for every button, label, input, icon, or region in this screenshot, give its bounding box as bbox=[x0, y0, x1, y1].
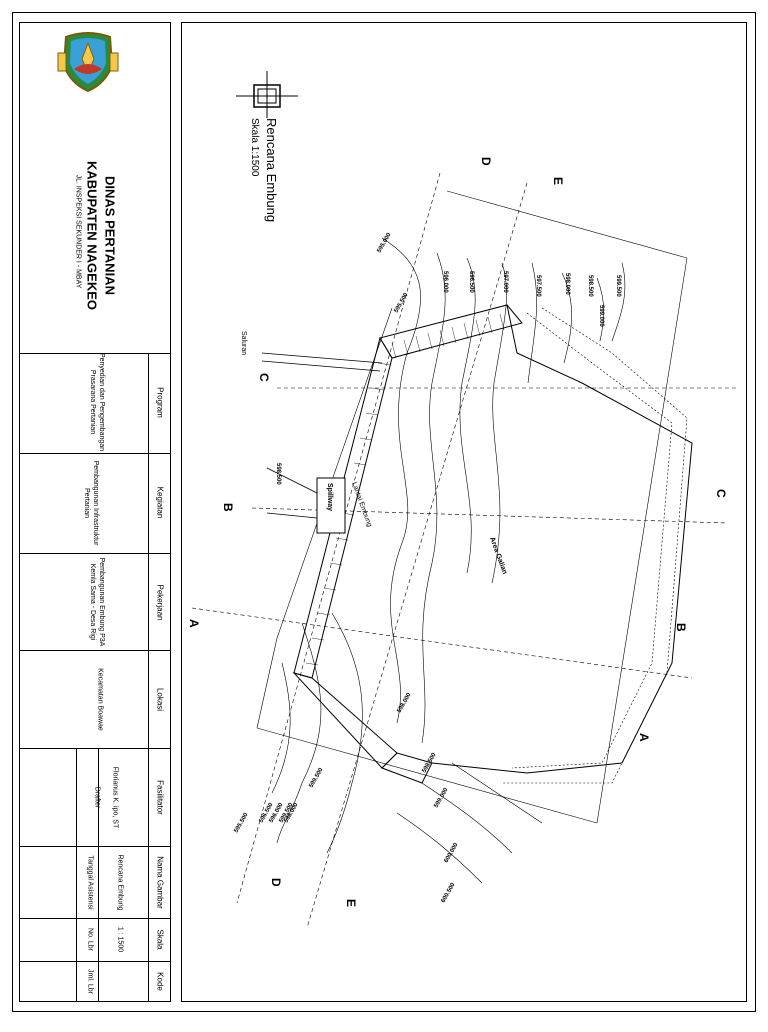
contour-label: 598.500 bbox=[275, 463, 281, 485]
section-mark-a-right: A bbox=[637, 733, 651, 742]
regency-logo bbox=[57, 32, 119, 93]
kegiatan-value: Pembangunan Infrastruktur Pertanian bbox=[83, 460, 99, 546]
kode-label: Kode bbox=[155, 972, 165, 991]
program-label: Program bbox=[155, 387, 165, 418]
agency-address: JL. INSPEKSI SEKUNDER I - MBAY bbox=[74, 174, 82, 289]
section-mark-a-left: A bbox=[187, 619, 201, 628]
lokasi-value: Kecamatan Boawae bbox=[96, 668, 104, 731]
section-mark-e-bottom: E bbox=[344, 899, 358, 907]
lantai-embung-label: Lantai Embung bbox=[350, 481, 373, 528]
drawing-scale: Skala 1:1500 bbox=[249, 118, 260, 177]
agency-regency: KABUPATEN NAGEKEO bbox=[84, 160, 100, 311]
contour-label: 599.500 bbox=[615, 275, 621, 297]
contour-label: 596.500 bbox=[468, 271, 474, 293]
spillway-label: Spillway bbox=[326, 483, 333, 511]
kegiatan-label: Kegiatan bbox=[155, 486, 165, 519]
title-block: DINAS PERTANIAN KABUPATEN NAGEKEO JL. IN… bbox=[19, 22, 171, 1002]
drawing-title-symbol bbox=[236, 71, 298, 118]
program-value: Penyedian dan Pengembangan Prasarana Per… bbox=[89, 352, 105, 452]
skala-value: 1 : 1500 bbox=[116, 926, 124, 953]
contour-label: 597.000 bbox=[502, 271, 508, 293]
section-mark-e-top: E bbox=[551, 177, 565, 185]
contour-label: 595.000 bbox=[377, 232, 393, 254]
contour-label: 598.500 bbox=[422, 752, 438, 774]
contour-label: 599.000 bbox=[434, 787, 450, 809]
contour-label: 595.500 bbox=[234, 812, 250, 834]
drawing-area: Rencana Embung Skala 1:1500 A B C D E A … bbox=[181, 22, 747, 1002]
jml-lembar-label: Jml. Lbr bbox=[86, 969, 94, 994]
section-mark-c-right: C bbox=[714, 489, 728, 498]
pekerjaan-label: Pekerjaan bbox=[155, 584, 165, 621]
plan-drawing: Rencana Embung Skala 1:1500 A B C D E A … bbox=[187, 71, 737, 929]
contour-label: 597.500 bbox=[535, 275, 541, 297]
section-mark-b-left: B bbox=[221, 503, 235, 512]
section-mark-b-right: B bbox=[674, 623, 688, 632]
section-mark-d-top: D bbox=[479, 157, 493, 166]
contour-label: 600.000 bbox=[444, 842, 460, 864]
drawing-title: Rencana Embung bbox=[264, 118, 279, 222]
section-mark-d-bottom: D bbox=[269, 878, 283, 887]
sheet-border bbox=[12, 12, 756, 1012]
lokasi-label: Lokasi bbox=[155, 687, 165, 712]
fasilitator-label: Fasilitator bbox=[155, 780, 165, 815]
contour-label: 596.000 bbox=[442, 271, 448, 293]
contour-label: 599.500 bbox=[309, 767, 325, 789]
contour-label: 598.500 bbox=[587, 275, 593, 297]
pekerjaan-value: Pembangunan Embung P3A Kemla Sama - Desa… bbox=[89, 557, 105, 647]
contour-label: 600.500 bbox=[441, 882, 457, 904]
area-galian-label: Area Galian bbox=[488, 536, 508, 575]
contour-label: 598.000 bbox=[564, 273, 570, 295]
contour-label: 598.000 bbox=[397, 692, 413, 714]
saluran-label: Saluran bbox=[240, 331, 247, 355]
contour-label: 599.000 bbox=[598, 305, 604, 327]
agency-name: DINAS PERTANIAN bbox=[102, 176, 118, 295]
section-mark-c-left: C bbox=[257, 373, 271, 382]
